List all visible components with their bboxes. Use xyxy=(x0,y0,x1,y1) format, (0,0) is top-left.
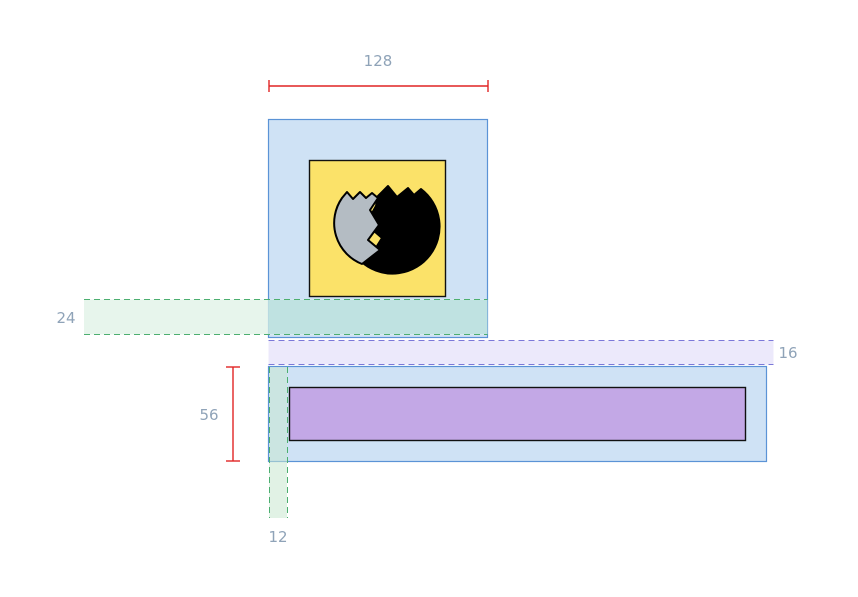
bottom-inset-label: 12 xyxy=(268,528,287,546)
width-measure xyxy=(268,80,489,92)
left-offset-overlap xyxy=(268,300,488,334)
left-offset-label: 24 xyxy=(56,309,75,327)
top-width-label: 128 xyxy=(364,52,393,70)
content-bar xyxy=(288,386,747,442)
right-gap-label: 16 xyxy=(778,344,797,362)
height-measure xyxy=(226,366,240,462)
right-gap-guide xyxy=(268,340,774,365)
cracked-egg-logo-icon xyxy=(333,185,441,275)
row-height-label: 56 xyxy=(199,406,218,424)
bottom-inset-guide xyxy=(269,367,287,518)
